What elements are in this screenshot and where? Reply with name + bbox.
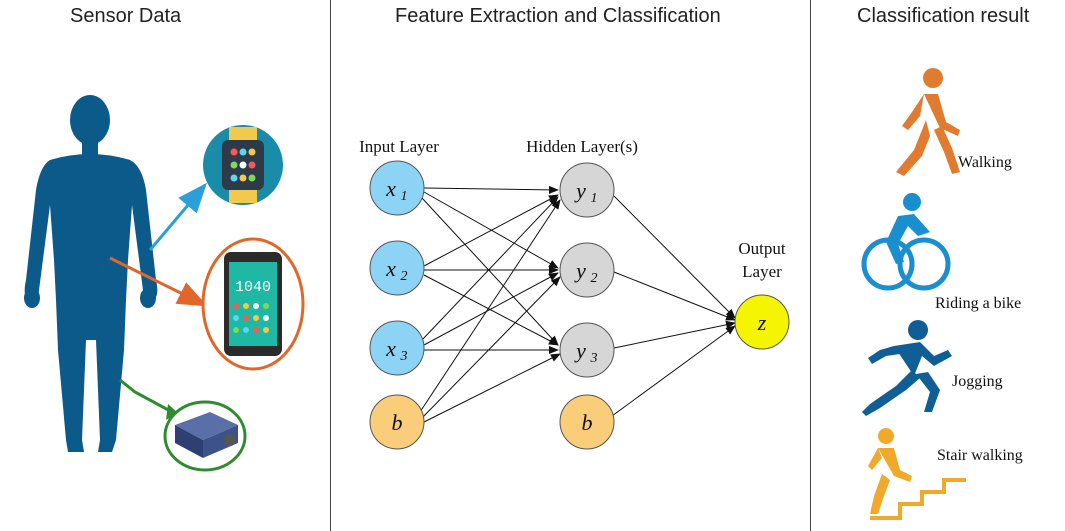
smartphone-icon: 1040 [201, 237, 305, 371]
input-node-x1: x 1 [369, 160, 425, 216]
human-body-icon [24, 95, 158, 452]
watch-arrow [148, 182, 207, 251]
output-layer-label-line1: Output [738, 239, 786, 258]
svg-text:3: 3 [400, 349, 408, 364]
classification-result-title: Classification result [857, 5, 1030, 27]
walking-icon [896, 68, 960, 176]
svg-text:y: y [574, 178, 586, 203]
phone-arrow [109, 256, 208, 307]
svg-text:b: b [582, 410, 593, 435]
imu-sensor-icon [163, 400, 247, 472]
sensor-data-title: Sensor Data [70, 5, 182, 27]
svg-text:1: 1 [401, 189, 408, 204]
hidden-bias-node: b [559, 394, 615, 450]
jogging-label: Jogging [952, 373, 1003, 390]
jogging-icon [862, 320, 952, 416]
sensor-arrow [119, 378, 173, 414]
bike-icon [861, 193, 951, 291]
input-layer-label: Input Layer [359, 137, 439, 156]
feature-extraction-title: Feature Extraction and Classification [395, 5, 721, 27]
svg-text:2: 2 [591, 271, 598, 286]
hidden-node-y2: y 2 [559, 242, 615, 298]
phone-time-text: 1040 [235, 279, 271, 296]
left-divider [330, 0, 331, 531]
svg-text:b: b [392, 410, 403, 435]
smartwatch-icon [203, 125, 283, 205]
svg-text:x: x [385, 336, 396, 361]
output-node-z: z [734, 294, 790, 350]
hidden-layer-label: Hidden Layer(s) [526, 137, 638, 156]
svg-text:3: 3 [590, 351, 598, 366]
input-node-x3: x 3 [369, 320, 425, 376]
walking-label: Walking [958, 154, 1012, 171]
svg-text:x: x [385, 176, 396, 201]
bike-label: Riding a bike [935, 295, 1021, 312]
hidden-node-y1: y 1 [559, 162, 615, 218]
svg-text:z: z [757, 310, 767, 335]
input-bias-node: b [369, 394, 425, 450]
right-divider [810, 0, 811, 531]
input-node-x2: x 2 [369, 240, 425, 296]
network-connections [419, 185, 736, 423]
svg-text:y: y [574, 338, 586, 363]
svg-text:1: 1 [591, 191, 598, 206]
svg-text:2: 2 [401, 269, 408, 284]
stair-walking-icon [868, 428, 966, 520]
stair-walking-label: Stair walking [937, 447, 1023, 464]
output-layer-label-line2: Layer [742, 262, 782, 281]
svg-text:x: x [385, 256, 396, 281]
svg-text:y: y [574, 258, 586, 283]
hidden-node-y3: y 3 [559, 322, 615, 378]
